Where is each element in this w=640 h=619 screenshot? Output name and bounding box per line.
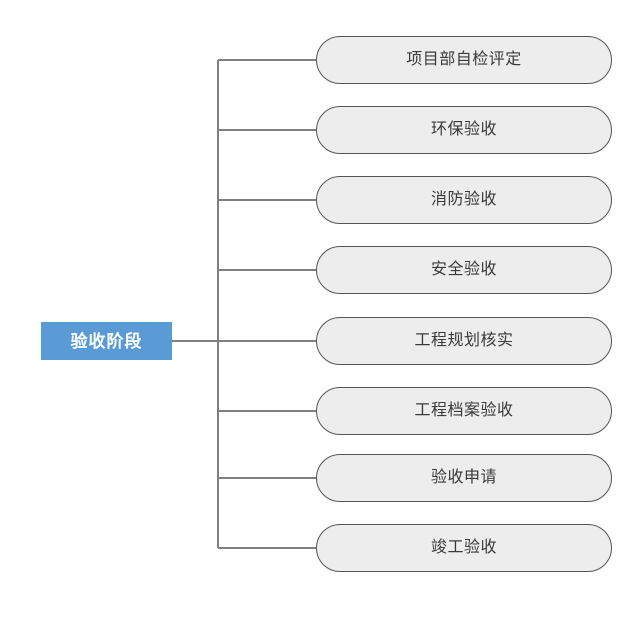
child-node-label: 验收申请: [430, 469, 497, 486]
child-node-label: 安全验收: [430, 261, 497, 278]
child-node-label: 环保验收: [430, 121, 497, 138]
connector-group: [172, 59, 316, 549]
child-node-label: 工程档案验收: [414, 402, 514, 419]
child-node-label: 消防验收: [430, 191, 497, 208]
child-node-label: 竣工验收: [430, 539, 497, 556]
child-node[interactable]: 工程档案验收: [316, 387, 612, 435]
child-node[interactable]: 工程规划核实: [316, 317, 612, 365]
child-node[interactable]: 消防验收: [316, 176, 612, 224]
root-node-acceptance-phase[interactable]: 验收阶段: [41, 322, 172, 360]
child-node-label: 项目部自检评定: [406, 51, 522, 68]
child-node[interactable]: 项目部自检评定: [316, 36, 612, 84]
root-node-label: 验收阶段: [70, 331, 143, 351]
child-node[interactable]: 环保验收: [316, 106, 612, 154]
child-node[interactable]: 安全验收: [316, 246, 612, 294]
child-node-label: 工程规划核实: [414, 332, 514, 349]
child-node[interactable]: 竣工验收: [316, 524, 612, 572]
child-node[interactable]: 验收申请: [316, 454, 612, 502]
